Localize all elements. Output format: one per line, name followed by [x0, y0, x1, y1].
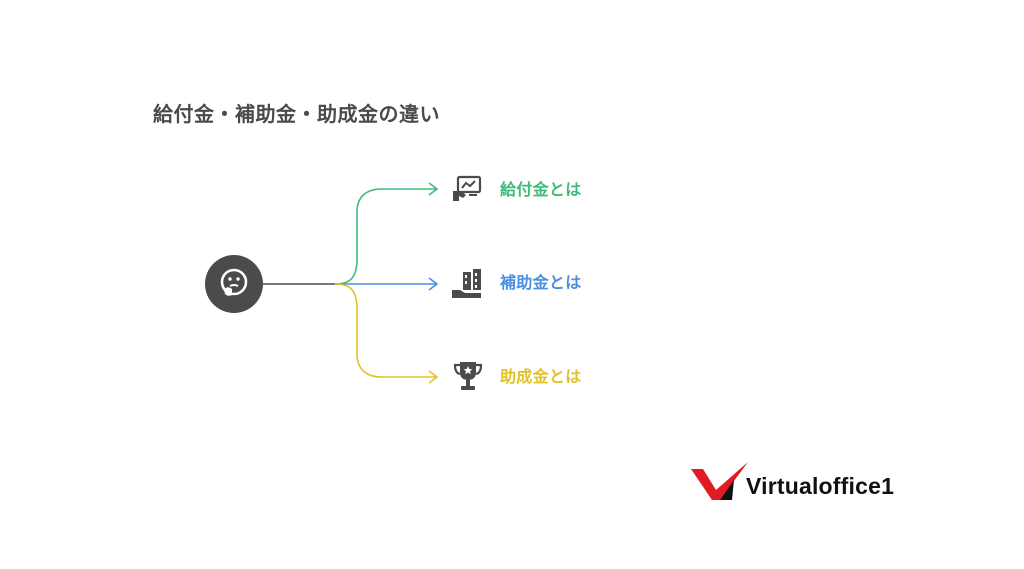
logo-text: Virtualoffice1: [746, 473, 895, 499]
connector-branch-1: [334, 188, 436, 285]
hub-node: [205, 255, 263, 313]
branch-label-kyufukin: 給付金とは: [500, 180, 582, 199]
arrowhead-branch-1: [428, 182, 439, 196]
branch-label-joseikin: 助成金とは: [500, 367, 582, 386]
v-mark-icon: [691, 462, 748, 500]
trophy-icon: [453, 362, 483, 390]
branch-label-hojokin: 補助金とは: [500, 273, 582, 292]
thinking-face-icon: [220, 268, 248, 296]
money-hand-icon: [453, 175, 482, 201]
arrowhead-branch-2: [428, 277, 439, 291]
connector-branch-3: [334, 283, 436, 378]
arrowhead-branch-3: [428, 370, 439, 384]
brand-logo: Virtualoffice1: [690, 460, 930, 504]
building-hand-icon: [452, 269, 481, 298]
page-title: 給付金・補助金・助成金の違い: [153, 102, 440, 126]
